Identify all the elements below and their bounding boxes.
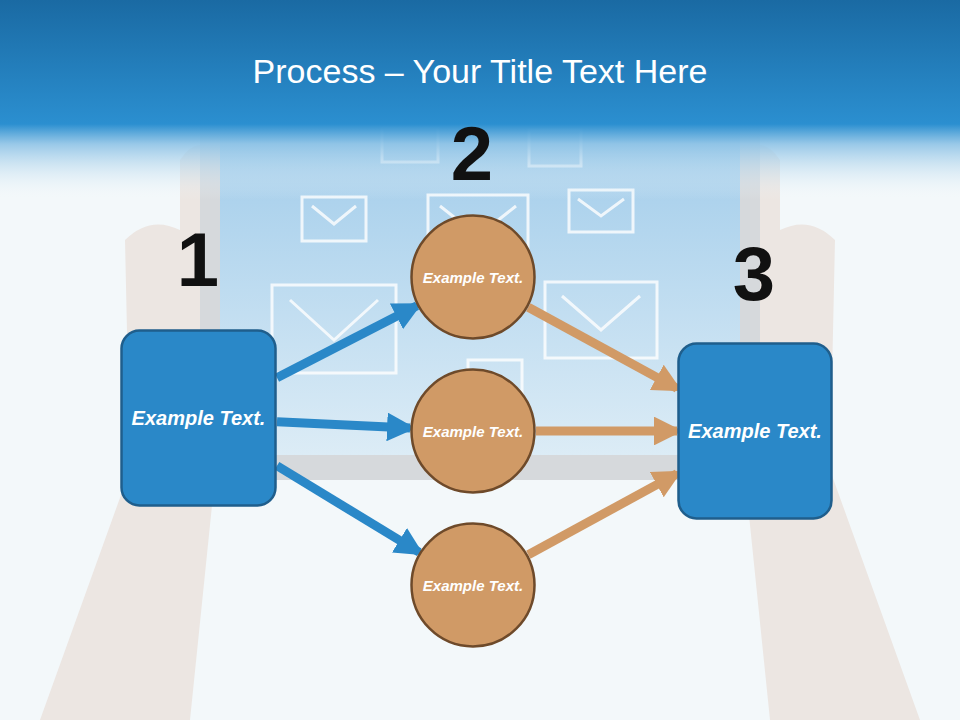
process-circle: Example Text. (410, 214, 536, 340)
process-circle: Example Text. (410, 522, 536, 648)
flow-arrow (528, 474, 677, 555)
process-box: Example Text. (677, 342, 833, 520)
flow-arrow (536, 427, 677, 436)
flow-arrow (277, 466, 419, 552)
node-text: Example Text. (678, 417, 832, 445)
node-text: Example Text. (413, 575, 533, 596)
callout-number: 3 (704, 236, 804, 312)
slide-title: Process – Your Title Text Here (0, 52, 960, 91)
flow-arrow (528, 307, 677, 388)
node-text: Example Text. (122, 404, 276, 432)
node-text: Example Text. (413, 267, 533, 288)
node-text: Example Text. (413, 421, 533, 442)
process-box: Example Text. (120, 329, 277, 507)
flow-arrow (277, 306, 417, 378)
callout-number: 2 (422, 116, 522, 192)
process-circle: Example Text. (410, 368, 536, 494)
flow-arrow (277, 422, 410, 428)
callout-number: 1 (148, 222, 248, 298)
